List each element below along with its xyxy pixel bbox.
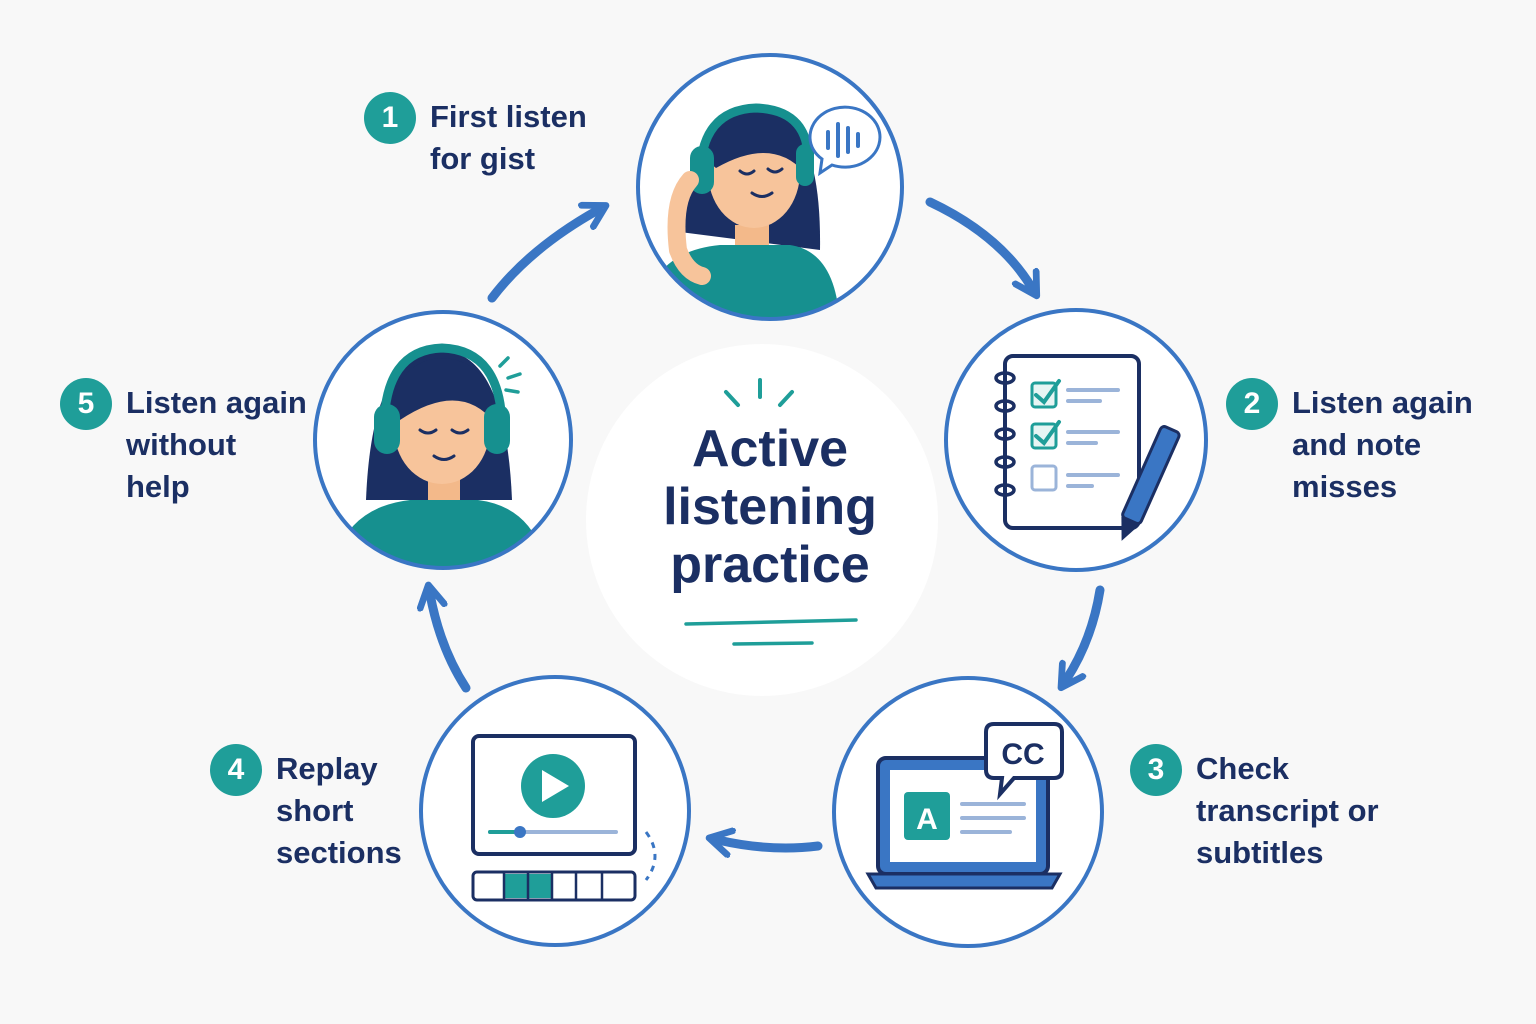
captions-badge: CC — [1001, 738, 1044, 771]
arrow-5-to-1 — [487, 210, 598, 303]
step-5-text: Listen again — [126, 385, 307, 420]
center-disc — [586, 344, 938, 696]
step-3-illustration: A CC — [832, 676, 1104, 948]
arrow-1-to-2 — [925, 197, 1032, 288]
title-line: listening — [663, 478, 877, 536]
headphones-speech-icon — [640, 103, 882, 319]
step-5-badge: 5 — [60, 378, 112, 430]
transcript-letter: A — [916, 803, 938, 836]
step-3-text: Check — [1196, 751, 1290, 786]
step-3-label: 3 Check transcript or subtitles — [1130, 744, 1379, 874]
step-4-illustration — [419, 675, 691, 947]
step-1-illustration — [636, 53, 904, 321]
video-player-icon — [471, 734, 657, 902]
headphones-listener-icon — [330, 343, 548, 568]
step-1-badge: 1 — [364, 92, 416, 144]
arrow-3-to-4 — [718, 840, 823, 848]
step-5-text: without — [126, 427, 237, 462]
step-2-label: 2 Listen again and note misses — [1226, 378, 1473, 508]
step-3-text: subtitles — [1196, 835, 1324, 870]
title-underline — [684, 618, 858, 646]
step-2-illustration — [944, 308, 1208, 572]
step-4-text: sections — [276, 835, 402, 870]
step-5-label: 5 Listen again without help — [60, 378, 307, 508]
arrow-2-to-3 — [1066, 585, 1105, 680]
step-1-label: 1 First listen for gist — [364, 92, 587, 180]
title-line: Active — [691, 420, 849, 478]
step-3-badge: 3 — [1130, 744, 1182, 796]
step-2-text: misses — [1292, 469, 1398, 504]
step-3-text: transcript or — [1196, 793, 1379, 828]
arrow-4-to-5 — [430, 594, 471, 693]
step-2-text: and note — [1292, 427, 1422, 462]
step-1-text: First listen — [430, 99, 587, 134]
center-title: Active listening practice — [620, 420, 920, 594]
step-2-badge: 2 — [1226, 378, 1278, 430]
sparkle-icon — [724, 378, 794, 407]
step-4-badge: 4 — [210, 744, 262, 796]
step-5-illustration — [313, 310, 573, 570]
laptop-captions-icon: A CC — [865, 722, 1064, 890]
step-4-text: short — [276, 793, 354, 828]
step-4-text: Replay — [276, 751, 378, 786]
title-line: practice — [670, 536, 870, 594]
step-1-text: for gist — [430, 141, 536, 176]
checklist-notebook-icon — [994, 354, 1181, 541]
step-5-text: help — [126, 469, 190, 504]
step-4-label: 4 Replay short sections — [210, 744, 402, 874]
step-2-text: Listen again — [1292, 385, 1473, 420]
